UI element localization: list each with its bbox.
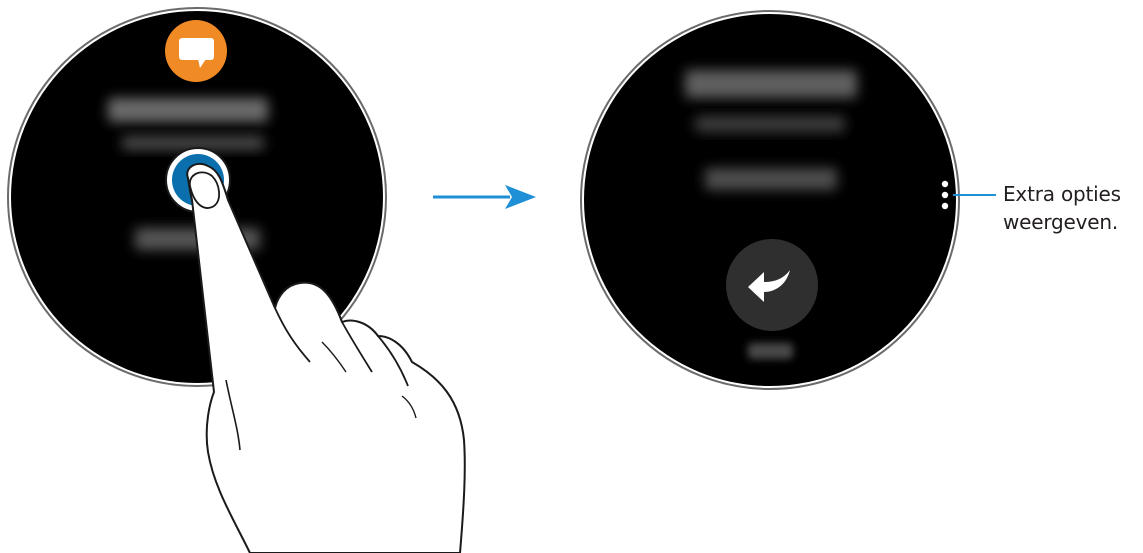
message-bubble-icon xyxy=(165,20,227,82)
right-watch-screen xyxy=(581,11,959,389)
reply-button[interactable] xyxy=(726,239,818,331)
callout-line-2: weergeven. xyxy=(1003,208,1143,236)
more-options-vertical-icon[interactable] xyxy=(942,181,948,209)
right-arrow-icon xyxy=(433,185,536,209)
callout-line-1: Extra opties xyxy=(1003,180,1143,208)
callout-label: Extra opties weergeven. xyxy=(1003,180,1143,236)
